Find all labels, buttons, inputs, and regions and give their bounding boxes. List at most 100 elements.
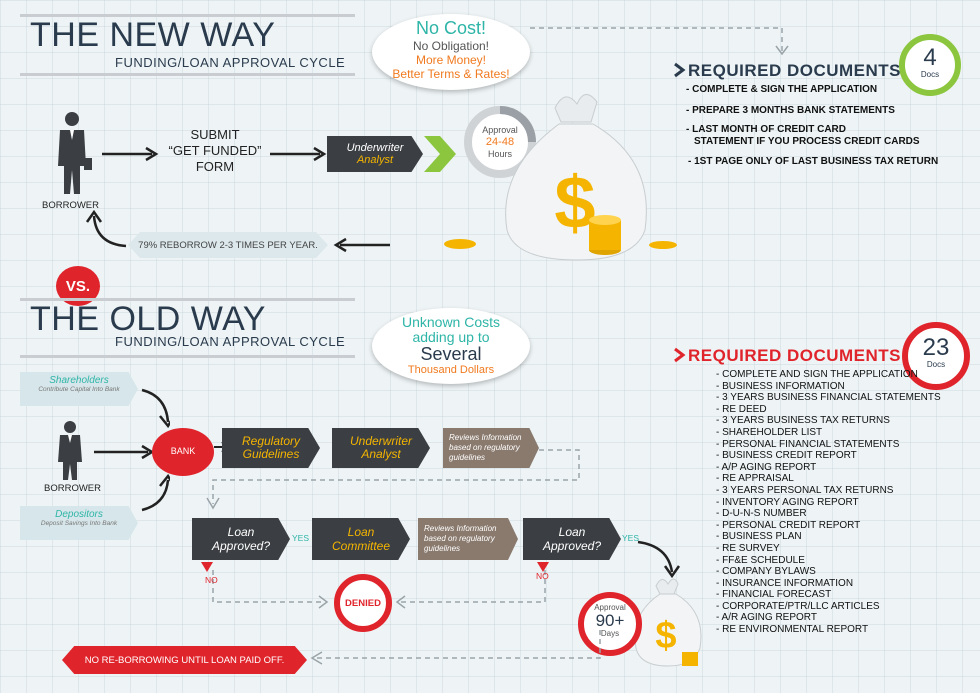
- list-item: - RE APPRAISAL: [716, 473, 794, 485]
- loan-approved1-line-1: Loan: [227, 525, 255, 539]
- list-item: - 1ST PAGE ONLY OF LAST BUSINESS TAX RET…: [688, 156, 939, 167]
- reviews1-line-1: Reviews Information: [449, 433, 522, 442]
- chevron-right-icon: [674, 62, 686, 78]
- list-item: - SHAREHOLDER LIST: [716, 426, 823, 438]
- coins-icon: [444, 239, 476, 249]
- new-docs-count: 4: [923, 44, 937, 71]
- yes-label-1: YES: [292, 533, 310, 543]
- submit-line-2: “GET FUNDED”: [168, 143, 262, 158]
- old-underwriter-analyst-box: Underwriter Analyst: [332, 428, 430, 468]
- loan-committee-line-1: Loan: [347, 525, 375, 539]
- loan-approved1-line-2: Approved?: [211, 539, 271, 553]
- bubble-no-cost: No Cost!: [415, 18, 487, 38]
- reviews2-line-3: guidelines: [424, 544, 461, 553]
- loan-committee-line-2: Committee: [331, 539, 390, 553]
- reviews1-line-2: based on regulatory: [449, 443, 520, 452]
- loan-approved-box-2: Loan Approved?: [523, 518, 621, 560]
- bubble-several: Several: [420, 344, 482, 364]
- denied-label: DENIED: [345, 597, 381, 609]
- list-item: - 3 YEARS PERSONAL TAX RETURNS: [716, 484, 894, 496]
- arrow-right-icon: [270, 146, 327, 162]
- new-docs-count-label: Docs: [920, 70, 940, 79]
- curved-arrow-up-icon: [85, 209, 127, 248]
- shareholders-sub: Contribute Capital Into Bank: [38, 386, 120, 393]
- loan-approved-box-1: Loan Approved?: [192, 518, 290, 560]
- regulatory-guidelines-box: Regulatory Guidelines: [222, 428, 320, 468]
- new-required-docs-title: REQUIRED DOCUMENTS: [688, 61, 902, 80]
- no-label-2: NO: [536, 571, 549, 581]
- list-item: - 3 YEARS BUSINESS FINANCIAL STATEMENTS: [716, 392, 941, 404]
- old-approval-label: Approval: [594, 603, 626, 612]
- list-item: - LAST MONTH OF CREDIT CARD: [686, 124, 846, 135]
- bubble-thousand-dollars: Thousand Dollars: [407, 364, 495, 376]
- old-approval-value: 90+: [595, 611, 625, 630]
- list-item: - BUSINESS INFORMATION: [716, 380, 845, 392]
- approval-24-48: Approval 24-48 Hours: [462, 124, 538, 160]
- old-docs-count-badge: 23 Docs: [902, 322, 970, 390]
- old-required-docs-title: REQUIRED DOCUMENTS: [688, 346, 902, 365]
- submit-line-1: SUBMIT: [190, 127, 240, 142]
- depositors-sub: Deposit Savings Into Bank: [40, 520, 118, 527]
- chevron-right-icon: [674, 347, 686, 363]
- bubble-adding-up: adding up to: [412, 329, 490, 345]
- list-item: - A/P AGING REPORT: [716, 461, 817, 473]
- loan-approved2-line-2: Approved?: [542, 539, 602, 553]
- old-way-title: THE OLD WAY: [30, 300, 266, 338]
- dashed-flow-lines: [206, 449, 580, 609]
- borrower-person-icon: [58, 112, 92, 194]
- new-way-bottom-rule: [20, 73, 355, 76]
- list-item: - PREPARE 3 MONTHS BANK STATEMENTS: [686, 105, 895, 116]
- curved-arrow-down-icon: [637, 540, 681, 579]
- new-way-top-rule: [20, 14, 355, 17]
- old-docs-list: - COMPLETE AND SIGN THE APPLICATION - BU…: [716, 369, 956, 636]
- no-label-1: NO: [205, 575, 218, 585]
- bubble-no-obligation: No Obligation!: [412, 39, 490, 53]
- list-item: - COMPANY BYLAWS: [716, 566, 816, 578]
- list-item: - FINANCIAL FORECAST: [716, 589, 832, 601]
- piggy-bank-icon: [152, 428, 214, 476]
- old-borrower-label: BORROWER: [44, 483, 101, 494]
- svg-text:$: $: [655, 615, 676, 657]
- approval-value: 24-48: [485, 136, 515, 148]
- list-item: - RE ENVIRONMENTAL REPORT: [716, 624, 869, 636]
- old-way-bottom-rule: [20, 355, 355, 358]
- approval-ring-icon: [464, 106, 536, 178]
- new-docs-count-badge: 4 Docs: [899, 34, 961, 96]
- depositors-banner: Depositors Deposit Savings Into Bank: [20, 506, 138, 540]
- bank-label: BANK: [170, 446, 196, 456]
- list-item: STATEMENT IF YOU PROCESS CREDIT CARDS: [694, 136, 920, 147]
- new-borrower-label: BORROWER: [42, 200, 99, 211]
- arrow-left-icon: [333, 237, 390, 253]
- list-item: - INVENTORY AGING REPORT: [716, 496, 859, 508]
- reviews1-line-3: guidelines: [449, 453, 486, 462]
- svg-text:$: $: [554, 161, 595, 244]
- new-way-subtitle: FUNDING/LOAN APPROVAL CYCLE: [115, 55, 346, 70]
- reviews-info-box-1: Reviews Information based on regulatory …: [443, 428, 539, 468]
- new-way-title: THE NEW WAY: [30, 16, 276, 54]
- old-underwriter-line-1: Underwriter: [349, 434, 412, 448]
- depositors-title: Depositors: [55, 509, 103, 520]
- old-approval-unit: Days: [600, 629, 620, 638]
- green-chevron-icon: [424, 136, 456, 172]
- list-item: - FF&E SCHEDULE: [716, 554, 805, 566]
- loan-approved2-line-1: Loan: [558, 525, 586, 539]
- list-item: - PERSONAL FINANCIAL STATEMENTS: [716, 438, 900, 450]
- old-docs-count: 23: [922, 334, 950, 361]
- shareholders-banner: Shareholders Contribute Capital Into Ban…: [20, 372, 138, 406]
- approval-unit: Hours: [487, 149, 512, 159]
- denied-badge: DENIED: [334, 574, 392, 632]
- list-item: - INSURANCE INFORMATION: [716, 577, 854, 589]
- submit-line-3: FORM: [195, 159, 235, 174]
- list-item: - RE SURVEY: [716, 542, 780, 554]
- list-item: - COMPLETE AND SIGN THE APPLICATION: [716, 369, 918, 380]
- small-money-bag-icon: $: [634, 578, 702, 667]
- approval-label: Approval: [482, 125, 518, 135]
- no-cost-bubble: No Cost! No Obligation! More Money! Bett…: [372, 14, 530, 90]
- shareholders-title: Shareholders: [49, 375, 109, 386]
- list-item: - BUSINESS CREDIT REPORT: [716, 450, 857, 462]
- yes-label-2: YES: [622, 533, 640, 543]
- list-item: - BUSINESS PLAN: [716, 531, 802, 543]
- list-item: - RE DEED: [716, 403, 767, 415]
- list-item: - CORPORATE/PTR/LLC ARTICLES: [716, 600, 880, 612]
- regulatory-line-1: Regulatory: [241, 434, 301, 448]
